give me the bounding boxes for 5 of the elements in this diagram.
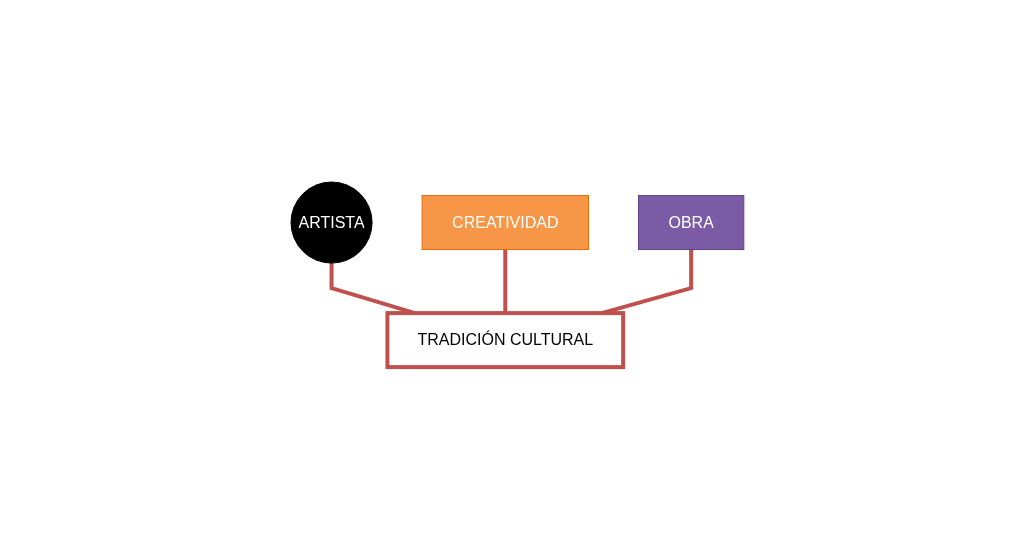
node-box: OBRA — [637, 195, 744, 251]
node-circle: ARTISTA — [290, 181, 373, 265]
node-box: CREATIVIDAD — [421, 195, 589, 251]
connector — [502, 250, 507, 314]
node-box: TRADICIÓN CULTURAL — [385, 311, 625, 370]
